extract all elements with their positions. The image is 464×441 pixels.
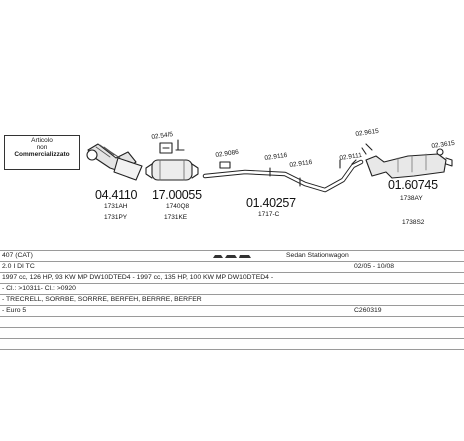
table-row: - Euro 5 C260319 [0, 305, 464, 316]
part-number[interactable]: 04.4110 [95, 188, 138, 202]
center-pipe-part [202, 159, 364, 193]
table-row: - TRECRELL, SORRBE, SORRRE, BERFEH, BERR… [0, 294, 464, 305]
note-line-2: non [36, 144, 48, 151]
part-sub-code: 1740Q8 [166, 203, 190, 210]
engine-detail-cell: 1997 cc, 126 HP, 93 KW MP DW10DTED4 - 19… [2, 274, 274, 281]
model-cell: 407 (CAT) [2, 252, 33, 259]
car-icons [212, 252, 252, 264]
part-sub-code: 1731PY [104, 214, 128, 221]
exhaust-system-diagram [86, 139, 453, 193]
part-sub-code: 1731AH [104, 203, 128, 210]
part-number[interactable]: 01.60745 [388, 178, 438, 192]
part-sub-code: 1717-C [258, 211, 280, 218]
table-row [0, 327, 464, 338]
rear-muffler-part [361, 143, 453, 179]
body-type-cell: Sedan Stationwagon [286, 252, 349, 259]
years-cell: 02/05 - 10/08 [354, 263, 395, 270]
note-line-1: Articolo [31, 137, 53, 144]
note-line-3: Commercializzato [14, 151, 70, 158]
part-sub-code: 1738S2 [402, 219, 425, 226]
catalyst-part [145, 139, 199, 181]
engine-cell: 2.0 I DI TC [2, 263, 35, 270]
part-number[interactable]: 01.40257 [246, 196, 296, 210]
part-sub-code: 1738AY [400, 195, 423, 202]
table-row: 407 (CAT) Sedan Stationwagon [0, 250, 464, 261]
flex-pipe-part [86, 143, 143, 181]
table-row [0, 316, 464, 327]
catalog-code-cell: C260319 [354, 307, 382, 314]
car-body-icon [213, 255, 251, 258]
not-available-note: Articolo non Commercializzato [4, 135, 80, 170]
euro-cell: - Euro 5 [2, 307, 27, 314]
table-row [0, 338, 464, 350]
part-number[interactable]: 17.00055 [152, 188, 202, 202]
part-sub-code: 1731KE [164, 214, 188, 221]
codes-cell: - Cl.: >10311- Cl.: >0920 [2, 285, 76, 292]
makers-cell: - TRECRELL, SORRBE, SORRRE, BERFEH, BERR… [2, 296, 202, 303]
table-row: 2.0 I DI TC 02/05 - 10/08 [0, 261, 464, 272]
table-row: 1997 cc, 126 HP, 93 KW MP DW10DTED4 - 19… [0, 272, 464, 283]
vehicle-data-table: 407 (CAT) Sedan Stationwagon 2.0 I DI TC… [0, 250, 464, 350]
table-row: - Cl.: >10311- Cl.: >0920 [0, 283, 464, 294]
